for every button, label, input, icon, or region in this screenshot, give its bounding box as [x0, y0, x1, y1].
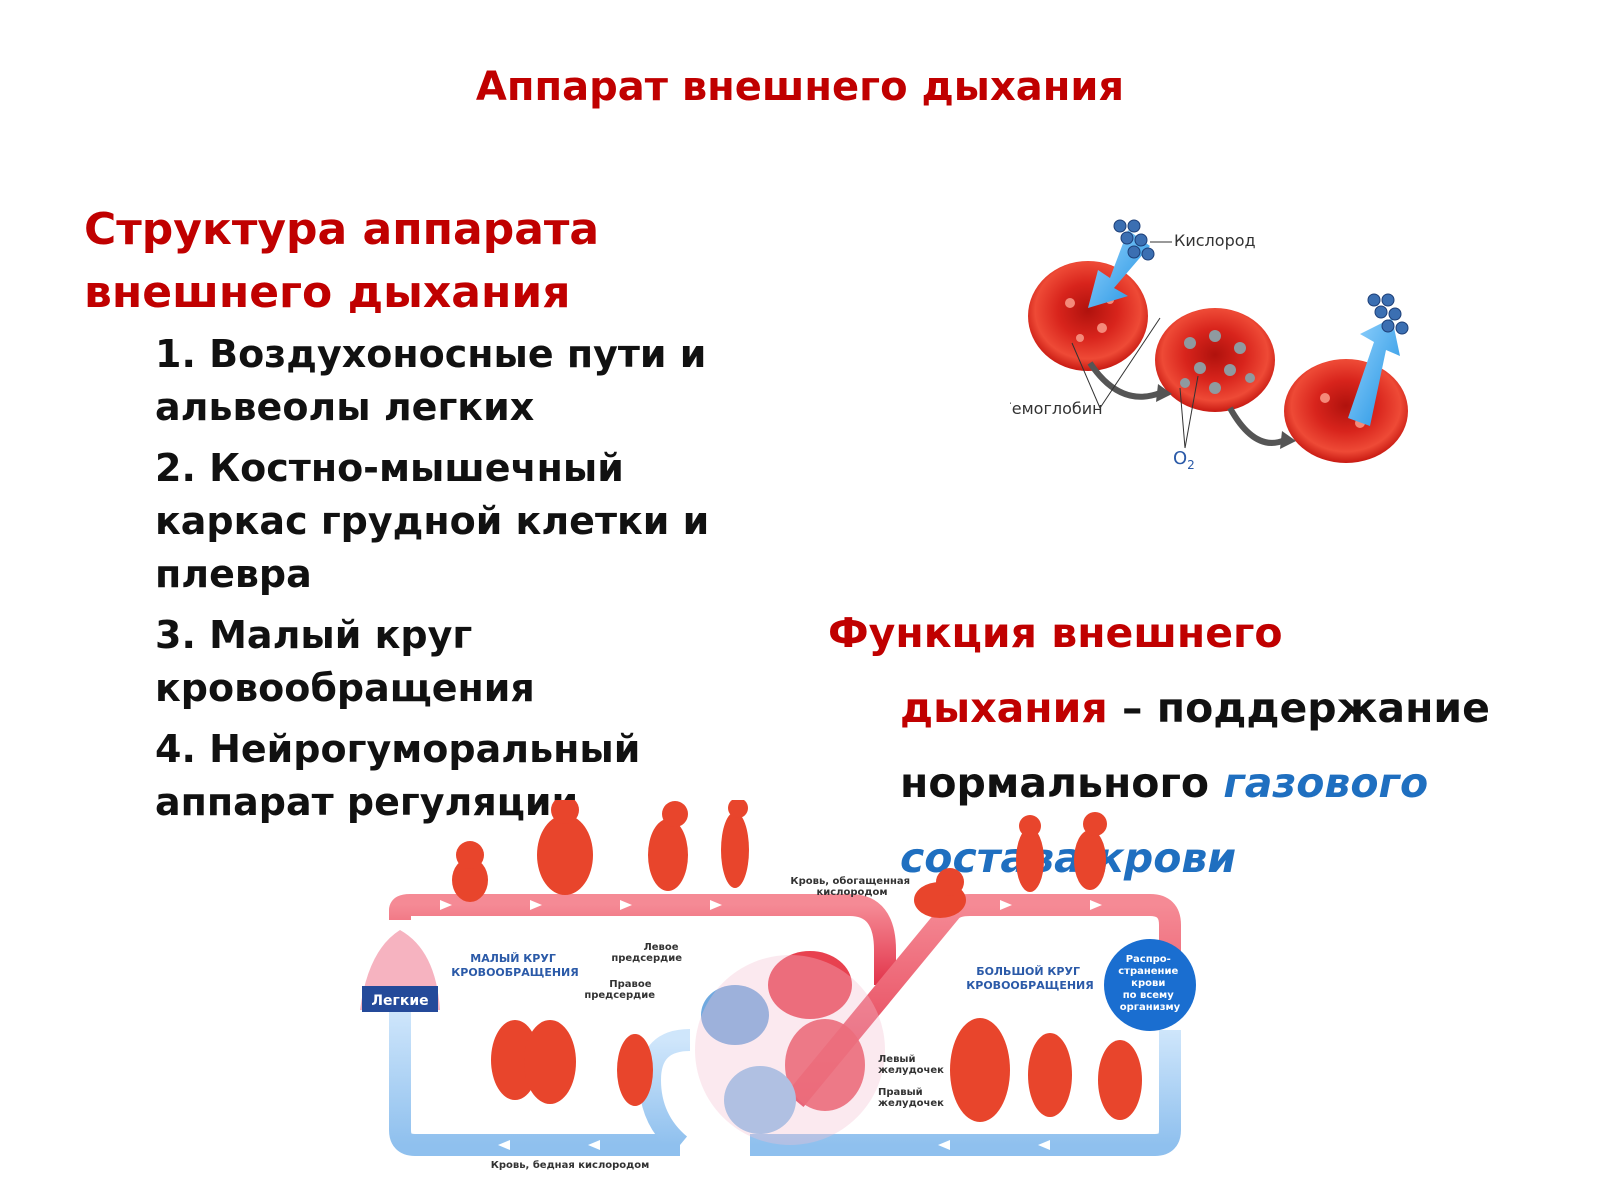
function-term-line-1: Функция внешнего — [828, 609, 1283, 657]
svg-text:Кровь, обогащенная кислоро: Кровь, обогащенная кислородом — [790, 875, 913, 898]
cartoon-characters — [452, 800, 1142, 1122]
right-atrium-label-1: Правое — [609, 979, 651, 990]
oxygenated-vessel — [389, 894, 896, 985]
pulmonary-label-1: МАЛЫЙ КРУГ — [470, 952, 556, 965]
left-ventricle-label-2: желудочек — [878, 1065, 944, 1076]
left-atrium-label-1: Левое — [643, 942, 678, 953]
oxygenated-label-1: Кровь, обогащенная — [790, 875, 910, 887]
function-emphasis-1: газового — [1223, 759, 1429, 807]
oxygenated-label-2: кислородом — [816, 887, 887, 898]
svg-text:Правый желудочек: Правый желудочек — [878, 1087, 944, 1109]
heart-right-atrium — [701, 985, 769, 1045]
red-blood-cell-3 — [1284, 359, 1408, 463]
pulmonary-label-2: КРОВООБРАЩЕНИЯ — [451, 966, 578, 979]
svg-text:Левый желудочек: Левый желудочек — [878, 1054, 944, 1076]
oxygen-label: Кислород — [1174, 231, 1256, 250]
spread-label-4: по всему — [1123, 990, 1174, 1001]
lungs-label-box — [362, 986, 438, 1012]
structure-item-regulation: 4. Нейрогуморальный аппарат регуляции — [155, 727, 641, 824]
systemic-label-1: БОЛЬШОЙ КРУГ — [976, 965, 1080, 978]
spread-label-3: крови — [1131, 978, 1165, 989]
structure-heading-line-1: Структура аппарата — [84, 204, 600, 255]
spread-label-5: организму — [1120, 1002, 1181, 1013]
structure-list: 1. Воздухоносные пути и альвеолы легких … — [155, 328, 735, 837]
oxygen-out-arrow — [1348, 318, 1400, 426]
structure-item-airways: 1. Воздухоносные пути и альвеолы легких — [155, 332, 707, 429]
svg-text:Правое предсердие: Правое предсердие — [584, 979, 655, 1001]
function-definition: Функция внешнего дыхания – поддержание н… — [828, 596, 1528, 896]
structure-item-chest-frame: 2. Костно-мышечный каркас грудной клетки… — [155, 446, 710, 596]
spread-label-2: странение — [1118, 966, 1178, 977]
svg-text:БОЛЬШОЙ КРУГ КРОВООБРАЩЕНИ: БОЛЬШОЙ КРУГ КРОВООБРАЩЕНИЯ — [966, 965, 1093, 992]
spread-label-1: Распро- — [1126, 954, 1171, 965]
function-separator: – поддержание — [1107, 684, 1490, 732]
systemic-label-2: КРОВООБРАЩЕНИЯ — [966, 979, 1093, 992]
hemoglobin-oxygen-illustration: Кислород Гемоглобин O2 — [1010, 219, 1409, 472]
structure-heading-line-2: внешнего дыхания — [84, 267, 571, 318]
svg-text:Левое предсердие: Левое предсердие — [611, 942, 682, 964]
o2-label: O2 — [1173, 448, 1195, 472]
function-text-normal: нормального — [900, 759, 1224, 807]
function-term-line-2: дыхания — [900, 684, 1108, 732]
structure-item-pulmonary-circulation: 3. Малый круг кровообращения — [155, 613, 535, 710]
heart-left-ventricle — [785, 1019, 865, 1111]
left-ventricle-label-1: Левый — [878, 1054, 915, 1065]
svg-text:Распро- странение кров: Распро- странение крови по всему организ… — [1118, 954, 1182, 1013]
svg-text:МАЛЫЙ КРУГ КРОВООБРАЩЕНИЯ: МАЛЫЙ КРУГ КРОВООБРАЩЕНИЯ — [451, 952, 578, 979]
deoxygenated-label: Кровь, бедная кислородом — [491, 1159, 650, 1171]
red-blood-cell-2 — [1155, 308, 1275, 412]
hemoglobin-label: Гемоглобин — [1010, 399, 1103, 418]
deoxygenated-vessel — [389, 1010, 680, 1156]
heart-right-ventricle — [724, 1066, 796, 1134]
body-distribution-badge — [1104, 939, 1196, 1031]
o2-subscript: 2 — [1187, 458, 1195, 472]
right-ventricle-label-2: желудочек — [878, 1098, 944, 1109]
left-atrium-label-2: предсердие — [611, 953, 682, 964]
red-blood-cell-1 — [1028, 261, 1148, 371]
circulation-diagram: Легкие Распро- странение крови по всему … — [360, 800, 1196, 1171]
transfer-arrow-2 — [1227, 406, 1287, 446]
slide-title: Аппарат внешнего дыхания — [475, 64, 1125, 110]
right-ventricle-label-1: Правый — [878, 1087, 923, 1098]
o2-symbol: O — [1173, 448, 1187, 469]
lungs-label: Легкие — [371, 993, 428, 1009]
transfer-arrow-1 — [1087, 361, 1162, 400]
heart-left-atrium — [768, 951, 852, 1019]
structure-heading: Структура аппарата внешнего дыхания — [84, 198, 724, 324]
right-atrium-label-2: предсердие — [584, 990, 655, 1001]
